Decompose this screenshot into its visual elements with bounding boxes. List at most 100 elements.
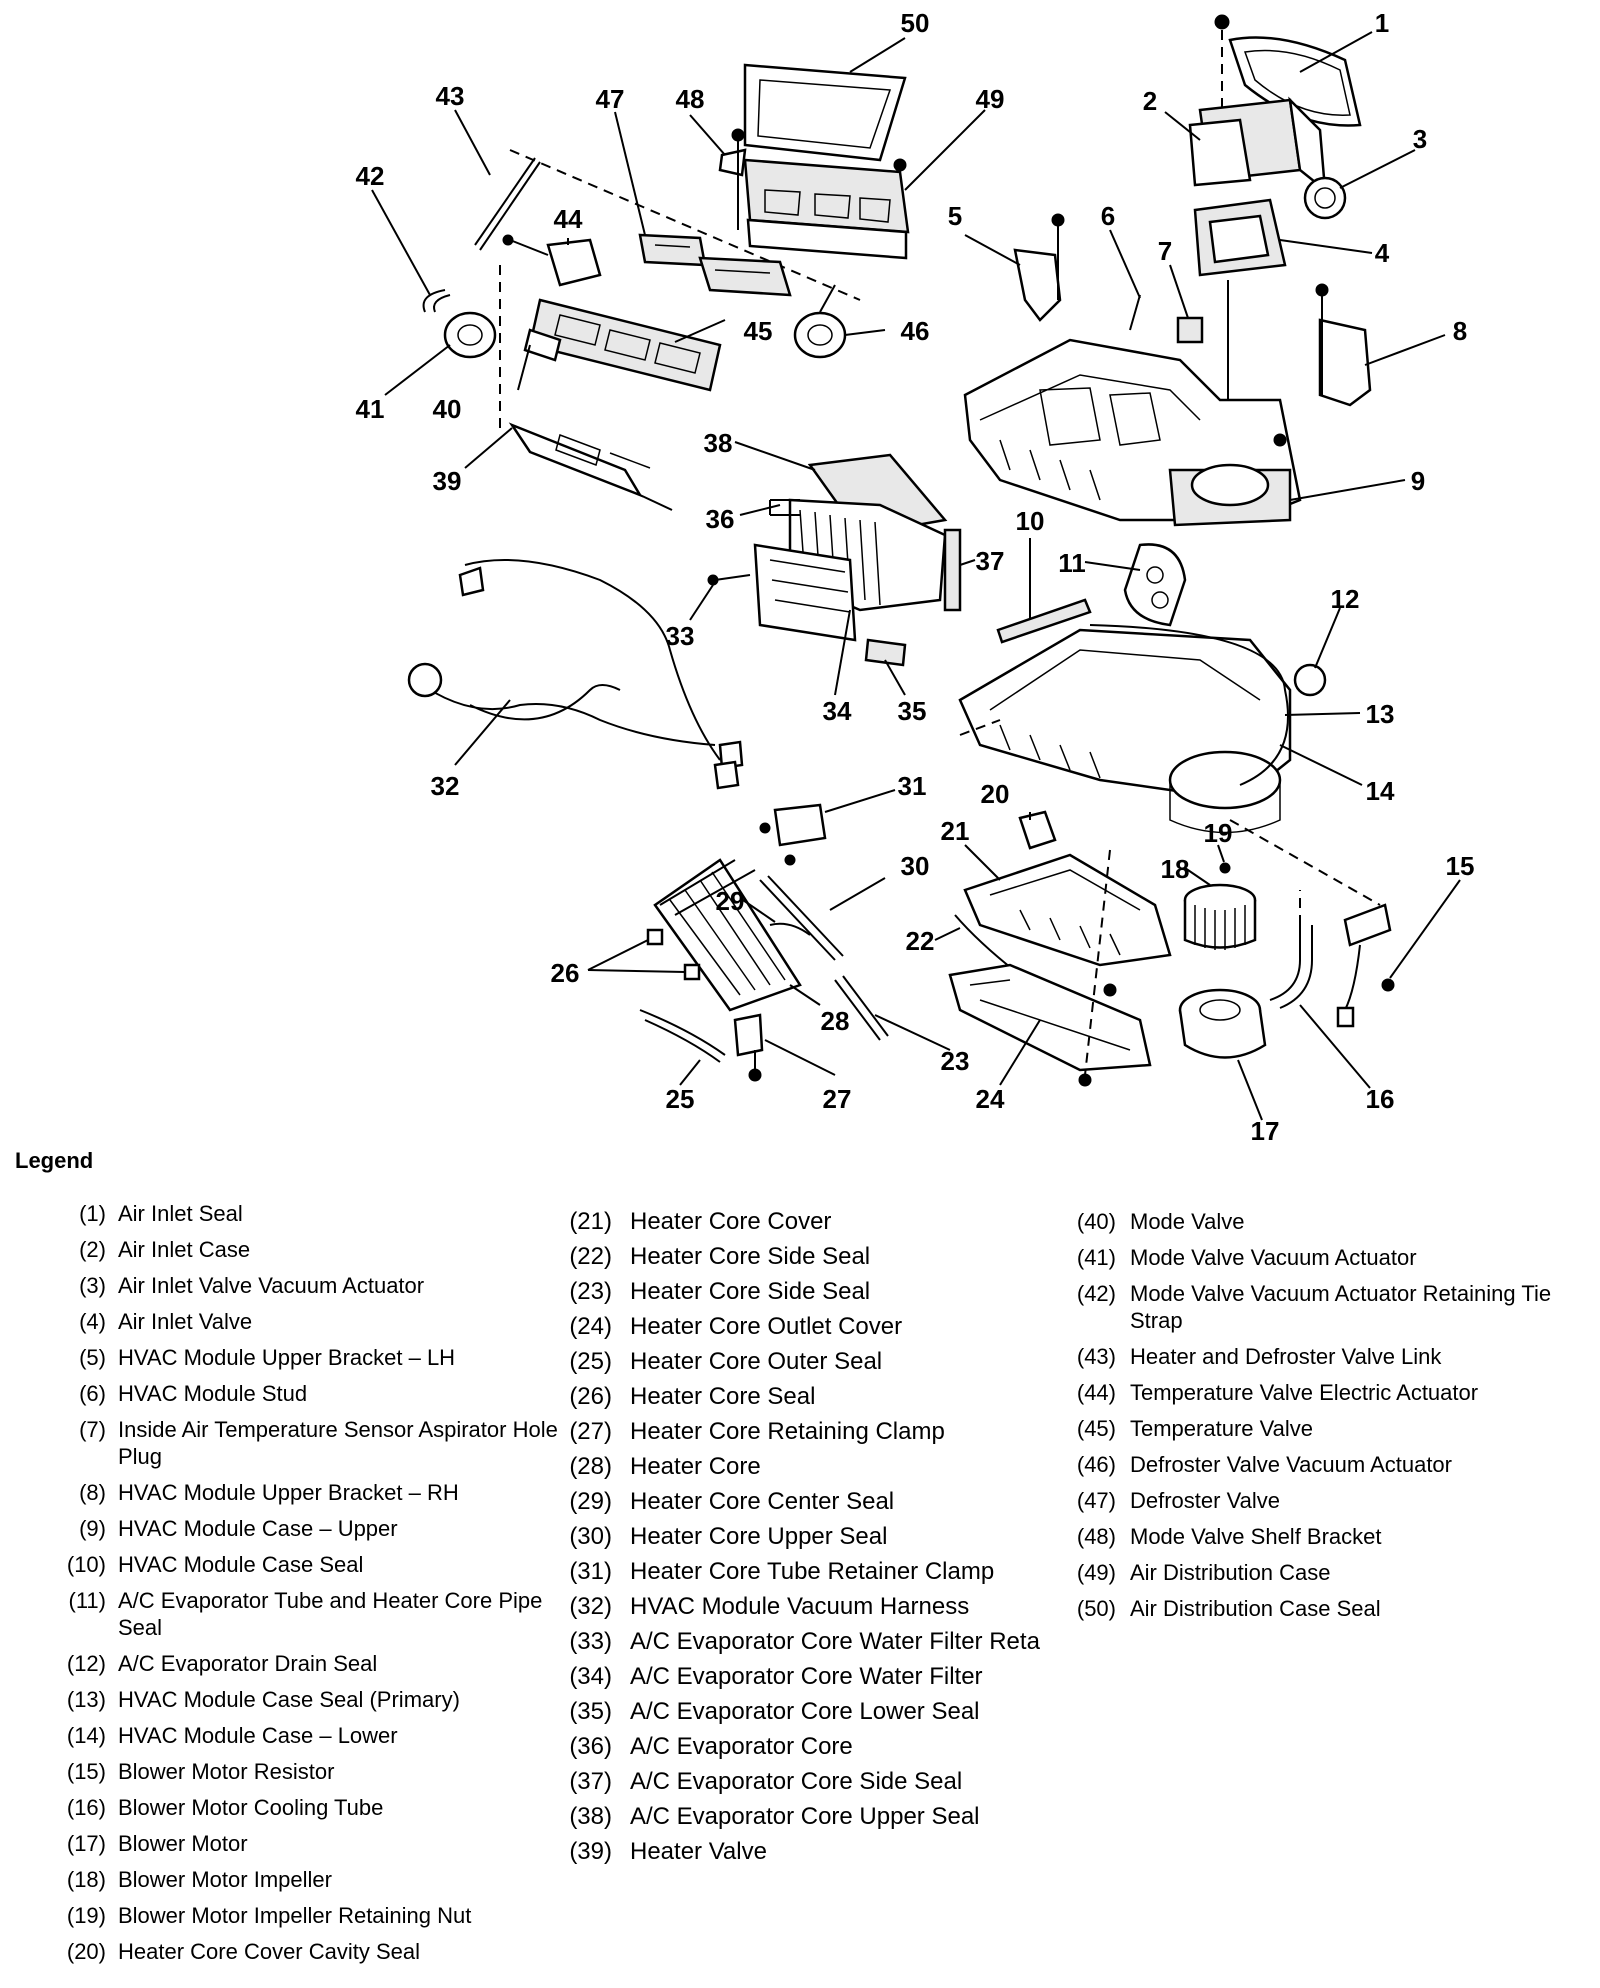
legend-number: (33) bbox=[569, 1628, 612, 1655]
callout-33: 33 bbox=[666, 621, 695, 651]
legend-item: (13)HVAC Module Case Seal (Primary) bbox=[40, 1686, 560, 1713]
legend-item: (2)Air Inlet Case bbox=[40, 1236, 560, 1263]
legend-label: HVAC Module Case – Lower bbox=[118, 1723, 398, 1748]
legend-number: (17) bbox=[66, 1831, 106, 1856]
legend-number: (21) bbox=[569, 1208, 612, 1235]
part-8 bbox=[1318, 318, 1372, 407]
part-20 bbox=[1018, 810, 1057, 850]
legend-label: A/C Evaporator Core Upper Seal bbox=[630, 1803, 980, 1830]
legend-number: (32) bbox=[569, 1593, 612, 1620]
legend-label: HVAC Module Case Seal (Primary) bbox=[118, 1687, 460, 1712]
legend-item: (39)Heater Valve bbox=[550, 1838, 1070, 1865]
part-12 bbox=[1293, 663, 1327, 697]
legend-item: (49)Air Distribution Case bbox=[1060, 1559, 1600, 1586]
legend-number: (42) bbox=[1076, 1281, 1116, 1306]
legend-number: (25) bbox=[569, 1348, 612, 1375]
legend-label: A/C Evaporator Core Water Filter Reta bbox=[630, 1628, 1040, 1655]
callout-30: 30 bbox=[901, 851, 930, 881]
legend-label: Defroster Valve Vacuum Actuator bbox=[1130, 1452, 1452, 1477]
legend-column-2: (21)Heater Core Cover (22)Heater Core Si… bbox=[550, 1208, 1070, 1873]
exploded-view-diagram: 1 2 3 4 5 6 7 8 9 10 11 12 13 14 15 16 1… bbox=[356, 8, 1475, 1140]
legend-number: (15) bbox=[66, 1759, 106, 1784]
legend-number: (23) bbox=[569, 1278, 612, 1305]
callout-34: 34 bbox=[823, 696, 852, 726]
legend-item: (20)Heater Core Cover Cavity Seal bbox=[40, 1938, 560, 1965]
legend-label: Heater Core Tube Retainer Clamp bbox=[630, 1558, 995, 1585]
legend-number: (2) bbox=[79, 1237, 106, 1262]
legend-item: (4)Air Inlet Valve bbox=[40, 1308, 560, 1335]
legend-label: Temperature Valve Electric Actuator bbox=[1130, 1380, 1479, 1405]
legend-item: (18)Blower Motor Impeller bbox=[40, 1866, 560, 1893]
callout-14: 14 bbox=[1366, 776, 1395, 806]
legend-number: (43) bbox=[1076, 1344, 1116, 1369]
legend-item: (21) Heater Core Cover bbox=[550, 1208, 1070, 1235]
part-30 bbox=[759, 879, 836, 961]
legend-number: (5) bbox=[79, 1345, 106, 1370]
legend-number: (29) bbox=[569, 1488, 612, 1515]
legend-item: (36)A/C Evaporator Core bbox=[550, 1733, 1070, 1760]
part-50 bbox=[743, 63, 907, 162]
part-32 bbox=[407, 559, 744, 790]
part-18 bbox=[1183, 883, 1257, 950]
legend-label: Air Inlet Valve Vacuum Actuator bbox=[118, 1273, 425, 1298]
legend-item: (1)Air Inlet Seal bbox=[40, 1200, 560, 1227]
part-47 bbox=[638, 233, 792, 297]
callout-27: 27 bbox=[823, 1084, 852, 1114]
legend-label: A/C Evaporator Core Side Seal bbox=[630, 1768, 963, 1795]
legend-item: (9)HVAC Module Case – Upper bbox=[40, 1515, 560, 1542]
callout-24: 24 bbox=[976, 1084, 1005, 1114]
legend-number: (36) bbox=[569, 1733, 612, 1760]
part-7 bbox=[1176, 316, 1204, 344]
callout-labels: 1 2 3 4 5 6 7 8 9 10 11 12 13 14 15 16 1… bbox=[356, 8, 1475, 1140]
legend-label: Blower Motor bbox=[118, 1831, 248, 1856]
legend-title: Legend bbox=[15, 1148, 94, 1173]
legend-number: (50) bbox=[1076, 1596, 1116, 1621]
part-17 bbox=[1178, 988, 1267, 1059]
legend-item: (42) Mode Valve Vacuum Actuator Retaining… bbox=[1060, 1280, 1600, 1334]
legend-item: (16)Blower Motor Cooling Tube bbox=[40, 1794, 560, 1821]
callout-35: 35 bbox=[898, 696, 927, 726]
legend-item: (26)Heater Core Seal bbox=[550, 1383, 1070, 1410]
legend-label: Heater Core Upper Seal bbox=[630, 1523, 888, 1550]
callout-2: 2 bbox=[1143, 86, 1157, 116]
part-10 bbox=[996, 598, 1092, 644]
legend-number: (3) bbox=[79, 1273, 106, 1298]
legend-label: Heater Core Cover bbox=[630, 1208, 832, 1235]
callout-8: 8 bbox=[1453, 316, 1467, 346]
legend-label: Heater Core Side Seal bbox=[630, 1243, 871, 1270]
legend-number: (28) bbox=[569, 1453, 612, 1480]
callout-50: 50 bbox=[901, 8, 930, 38]
callout-3: 3 bbox=[1413, 124, 1427, 154]
legend-number: (14) bbox=[66, 1723, 106, 1748]
callout-47: 47 bbox=[596, 84, 625, 114]
part-3 bbox=[1303, 176, 1347, 220]
part-42 bbox=[422, 289, 451, 313]
callout-19: 19 bbox=[1204, 818, 1233, 848]
part-14 bbox=[958, 628, 1292, 834]
legend-label: Heater Core Outer Seal bbox=[630, 1348, 883, 1375]
legend-item: (24)Heater Core Outlet Cover bbox=[550, 1313, 1070, 1340]
legend-number: (24) bbox=[569, 1313, 612, 1340]
part-44 bbox=[502, 234, 602, 287]
legend-label: HVAC Module Case – Upper bbox=[118, 1516, 398, 1541]
callout-32: 32 bbox=[431, 771, 460, 801]
legend-number: (47) bbox=[1076, 1488, 1116, 1513]
callout-46: 46 bbox=[901, 316, 930, 346]
callout-25: 25 bbox=[666, 1084, 695, 1114]
legend-label: Mode Valve Vacuum Actuator Retaining Tie… bbox=[1130, 1281, 1552, 1333]
callout-20: 20 bbox=[981, 779, 1010, 809]
legend-label: Mode Valve bbox=[1130, 1209, 1245, 1234]
legend-number: (37) bbox=[569, 1768, 612, 1795]
part-13 bbox=[1089, 624, 1289, 786]
legend-number: (8) bbox=[79, 1480, 106, 1505]
callout-7: 7 bbox=[1158, 236, 1172, 266]
part-46 bbox=[793, 284, 847, 359]
legend-label: Air Distribution Case bbox=[1130, 1560, 1331, 1585]
legend-item: (3) Air Inlet Valve Vacuum Actuator bbox=[40, 1272, 560, 1299]
legend-label: HVAC Module Upper Bracket – LH bbox=[118, 1345, 456, 1370]
legend-label: Heater and Defroster Valve Link bbox=[1130, 1344, 1442, 1369]
part-15 bbox=[1336, 903, 1395, 1028]
callout-39: 39 bbox=[433, 466, 462, 496]
part-21 bbox=[963, 853, 1172, 967]
legend-column-1: (1)Air Inlet Seal (2)Air Inlet Case (3) A… bbox=[40, 1200, 560, 1974]
